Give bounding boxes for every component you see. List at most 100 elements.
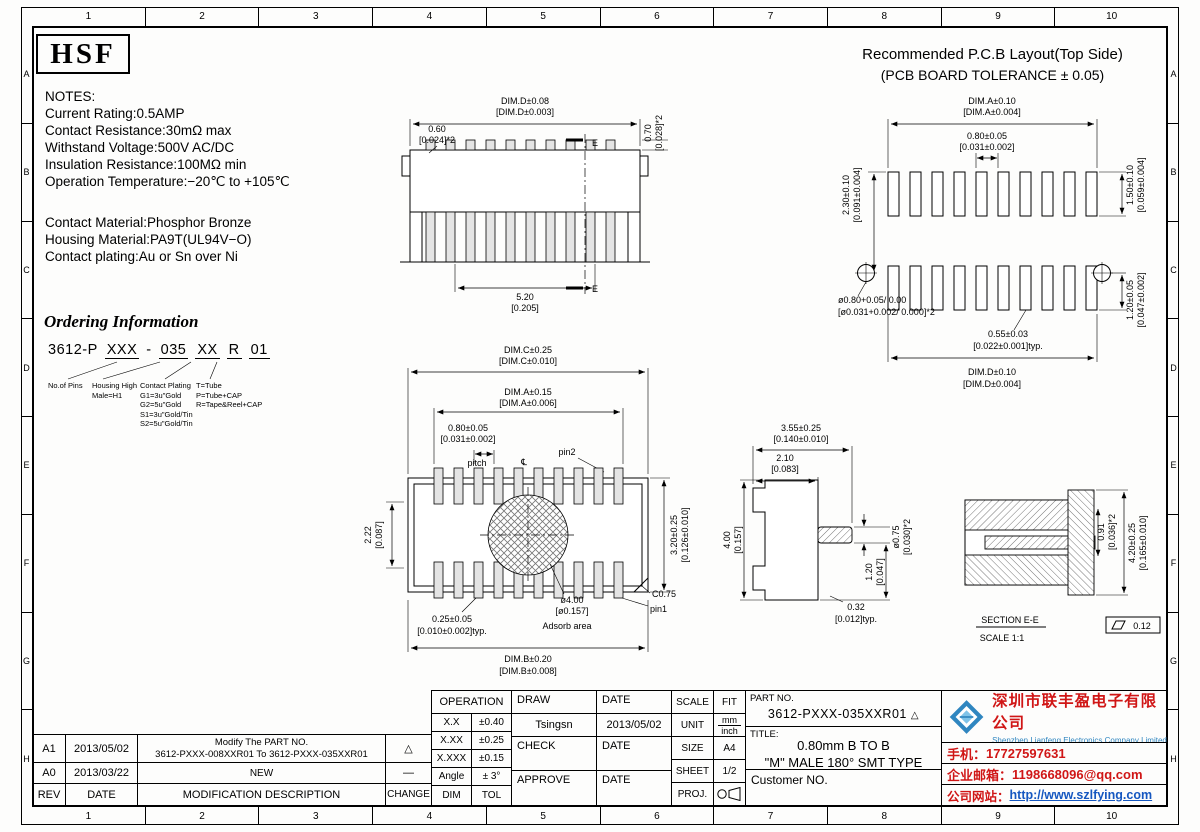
revision-rev: A1	[33, 734, 65, 762]
code-plating: XX	[195, 342, 220, 359]
dim-label: 0.60	[428, 124, 446, 134]
label-text: Contact Plating	[140, 381, 191, 390]
section-mark-label: E	[592, 138, 598, 148]
grid-col-label: 8	[826, 807, 941, 825]
revision-date: 2013/05/02	[65, 734, 137, 762]
tolerance-footer-tol: TOL	[471, 785, 511, 805]
dim-label: [DIM.B±0.008]	[499, 666, 556, 676]
top-view: DIM.D±0.08 [DIM.D±0.003] 0.60 [0.024]*2 …	[400, 96, 668, 313]
grid-row-label: G	[1168, 611, 1179, 710]
company-logo-icon	[949, 699, 984, 734]
dim-label: 0.25±0.05	[432, 614, 472, 624]
ordering-plating-label: Contact Plating G1=3u"Gold G2=5u"Gold S1…	[140, 381, 193, 429]
scale-value: FIT	[713, 690, 745, 713]
dim-label: [0.205]	[511, 303, 539, 313]
dim-label: DIM.A±0.15	[504, 387, 551, 397]
company-phone-row: 手机： 17727597631	[941, 742, 1167, 763]
website-link[interactable]: http://www.szlfying.com	[1009, 788, 1153, 802]
dim-label: [0.036]*2	[1107, 514, 1117, 550]
grid-row-label: D	[1168, 318, 1179, 416]
size-value: A4	[713, 736, 745, 759]
revision-rev: A0	[33, 762, 65, 783]
ordering-heading: Ordering Information	[44, 312, 199, 331]
size-label: SIZE	[671, 736, 713, 759]
unit-value: mm inch	[713, 713, 745, 736]
tolerance-footer-dim: DIM	[431, 785, 471, 805]
revision-triangle-icon: △	[910, 709, 920, 721]
dim-label: 0.80±0.05	[448, 423, 488, 433]
revision-description: NEW	[137, 762, 385, 783]
dim-label: [0.091±0.004]	[852, 168, 862, 223]
draw-date: 2013/05/02	[596, 713, 671, 736]
grid-row-label: B	[21, 122, 32, 221]
dim-label: DIM.A±0.10	[968, 96, 1015, 106]
company-names: 深圳市联丰盈电子有限公司 Shenzhen Lianfeng Electroni…	[992, 691, 1167, 743]
approve-label: APPROVE	[511, 770, 596, 805]
dim-label: [DIM.A±0.006]	[499, 398, 556, 408]
dim-label: [0.010±0.002]typ.	[417, 626, 487, 636]
label-text: S2=5u"Gold/Tin	[140, 419, 193, 428]
grid-row-label: A	[1170, 69, 1177, 80]
dim-label: [0.031±0.002]	[960, 142, 1015, 152]
ordering-packing-label: T=Tube P=Tube+CAP R=Tape&Reel+CAP	[196, 381, 262, 410]
grid-row-label: B	[1168, 122, 1179, 221]
pcb-layout-title-line1: Recommended P.C.B Layout(Top Side)	[862, 46, 1123, 63]
label-text: S1=3u"Gold/Tin	[140, 409, 193, 419]
adsorb-area-label: Adsorb area	[542, 621, 591, 631]
dim-label: C0.75	[652, 589, 676, 599]
dim-label: 1.20	[864, 563, 874, 581]
hsf-logo: HSF	[36, 34, 130, 74]
pcb-layout-view: DIM.A±0.10 [DIM.A±0.004] 0.80±0.05 [0.03…	[838, 96, 1146, 389]
tolerance-value: ±0.15	[471, 749, 511, 767]
projection-label: PROJ.	[671, 782, 713, 805]
dim-label: ø0.75	[891, 525, 901, 548]
grid-row-label: F	[21, 513, 32, 612]
note-line: Housing Material:PA9T(UL94V−O)	[45, 232, 252, 247]
note-line: Withstand Voltage:500V AC/DC	[45, 140, 235, 155]
grid-col-label: 6	[599, 807, 714, 825]
unit-inch: inch	[721, 725, 738, 736]
dim-label: [ø0.031+0.002/ 0.000]*2	[838, 307, 935, 317]
code-dash: -	[146, 342, 152, 358]
label-text: G1=3u"Gold	[140, 390, 182, 400]
grid-col-label: 7	[713, 807, 827, 825]
revision-change-mark: △	[385, 734, 431, 762]
grid-col-label: 7	[713, 7, 827, 26]
revision-header-date: DATE	[65, 783, 137, 805]
code-base: 3612-P	[48, 342, 98, 358]
sheet-label: SHEET	[671, 759, 713, 782]
dim-label: DIM.D±0.08	[501, 96, 549, 106]
projection-symbol	[713, 782, 745, 805]
dim-label: 2.22	[363, 526, 373, 544]
notes-heading: NOTES:	[45, 89, 96, 104]
revision-header-change: CHANGE	[385, 783, 431, 805]
dim-label: [0.031±0.002]	[441, 434, 496, 444]
operation-header: OPERATION	[431, 690, 511, 713]
dim-label: [0.024]*2	[419, 135, 455, 145]
company-name-cn: 深圳市联丰盈电子有限公司	[992, 692, 1158, 732]
sheet-inner-border	[32, 26, 1168, 807]
note-line: Contact Material:Phosphor Bronze	[45, 215, 252, 230]
part-number-label: PART NO.	[750, 693, 794, 704]
dim-label: [0.126±0.010]	[680, 508, 690, 563]
dim-label: 0.70	[643, 124, 653, 142]
grid-ruler-left: A B C D E F G H	[21, 26, 32, 807]
dim-label: 2.30±0.10	[841, 175, 851, 215]
section-ee-view: 0.91 [0.036]*2 4.20±0.25 [0.165±0.010] S…	[964, 489, 1161, 643]
dim-label: ø4.00	[560, 595, 583, 605]
sheet-value: 1/2	[713, 759, 745, 782]
dim-label: 3.55±0.25	[781, 423, 821, 433]
dim-label: 1.50±0.10	[1125, 165, 1135, 205]
dim-label: 3.20±0.25	[669, 515, 679, 555]
revision-header-description: MODIFICATION DESCRIPTION	[137, 783, 385, 805]
revision-date: 2013/03/22	[65, 762, 137, 783]
title-label: TITLE:	[750, 729, 779, 740]
label-text: P=Tube+CAP	[196, 390, 242, 400]
tolerance-value: ± 3°	[471, 767, 511, 785]
ordering-pins-label: No.of Pins	[48, 381, 83, 391]
company-email-row: 企业邮箱： 1198668096@qq.com	[941, 763, 1167, 784]
tolerance-dim: X.XXX	[431, 749, 471, 767]
dim-label: 0.32	[847, 602, 865, 612]
